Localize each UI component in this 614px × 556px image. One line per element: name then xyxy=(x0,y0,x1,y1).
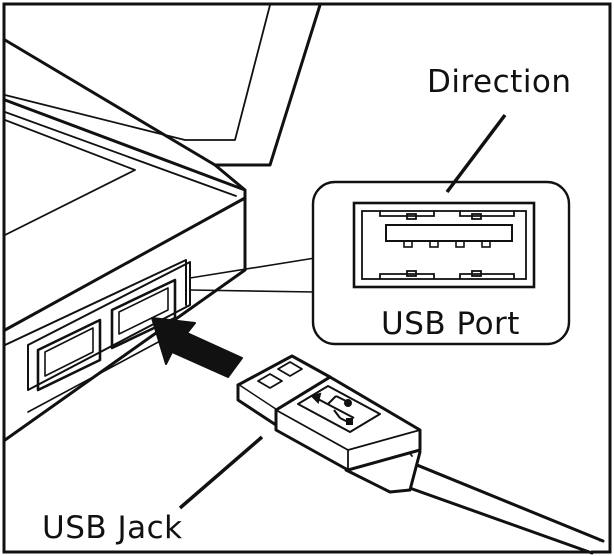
port-tongue xyxy=(385,224,513,242)
insertion-arrow-icon xyxy=(151,317,243,378)
direction-pointer-line xyxy=(445,113,507,194)
laptop-base-edge xyxy=(3,196,247,332)
laptop-hinge xyxy=(213,163,247,192)
usb-trident-icon xyxy=(310,392,355,425)
laptop-base-side xyxy=(4,259,187,346)
laptop-usb-opening-left xyxy=(36,318,102,392)
usb-plug-shell xyxy=(236,354,332,412)
laptop-deck-inner-edge xyxy=(4,111,237,197)
usb-plug-window-left xyxy=(257,373,283,389)
usb-port-inset xyxy=(311,180,571,346)
laptop-lid xyxy=(3,3,322,167)
usb-port-label: USB Port xyxy=(381,306,520,342)
laptop-lid-bezel xyxy=(4,4,271,141)
laptop xyxy=(3,3,322,442)
port-panel xyxy=(27,261,191,391)
port-shell-outer xyxy=(352,201,536,289)
direction-label: Direction xyxy=(427,64,572,100)
port-shell-clips xyxy=(379,211,515,279)
laptop-usb-opening-right xyxy=(110,278,177,350)
laptop-base-bottom xyxy=(3,268,247,442)
inset-box xyxy=(311,180,571,346)
port-contacts xyxy=(403,240,491,248)
port-shell-inner xyxy=(361,210,527,280)
usb-cable-fill xyxy=(388,458,600,552)
callout-leaders xyxy=(189,257,316,293)
laptop-deck-inner xyxy=(4,119,136,236)
usb-plug-window-right xyxy=(277,361,303,377)
usb-jack-label: USB Jack xyxy=(42,510,183,546)
usb-jack-pointer-line xyxy=(178,435,264,510)
